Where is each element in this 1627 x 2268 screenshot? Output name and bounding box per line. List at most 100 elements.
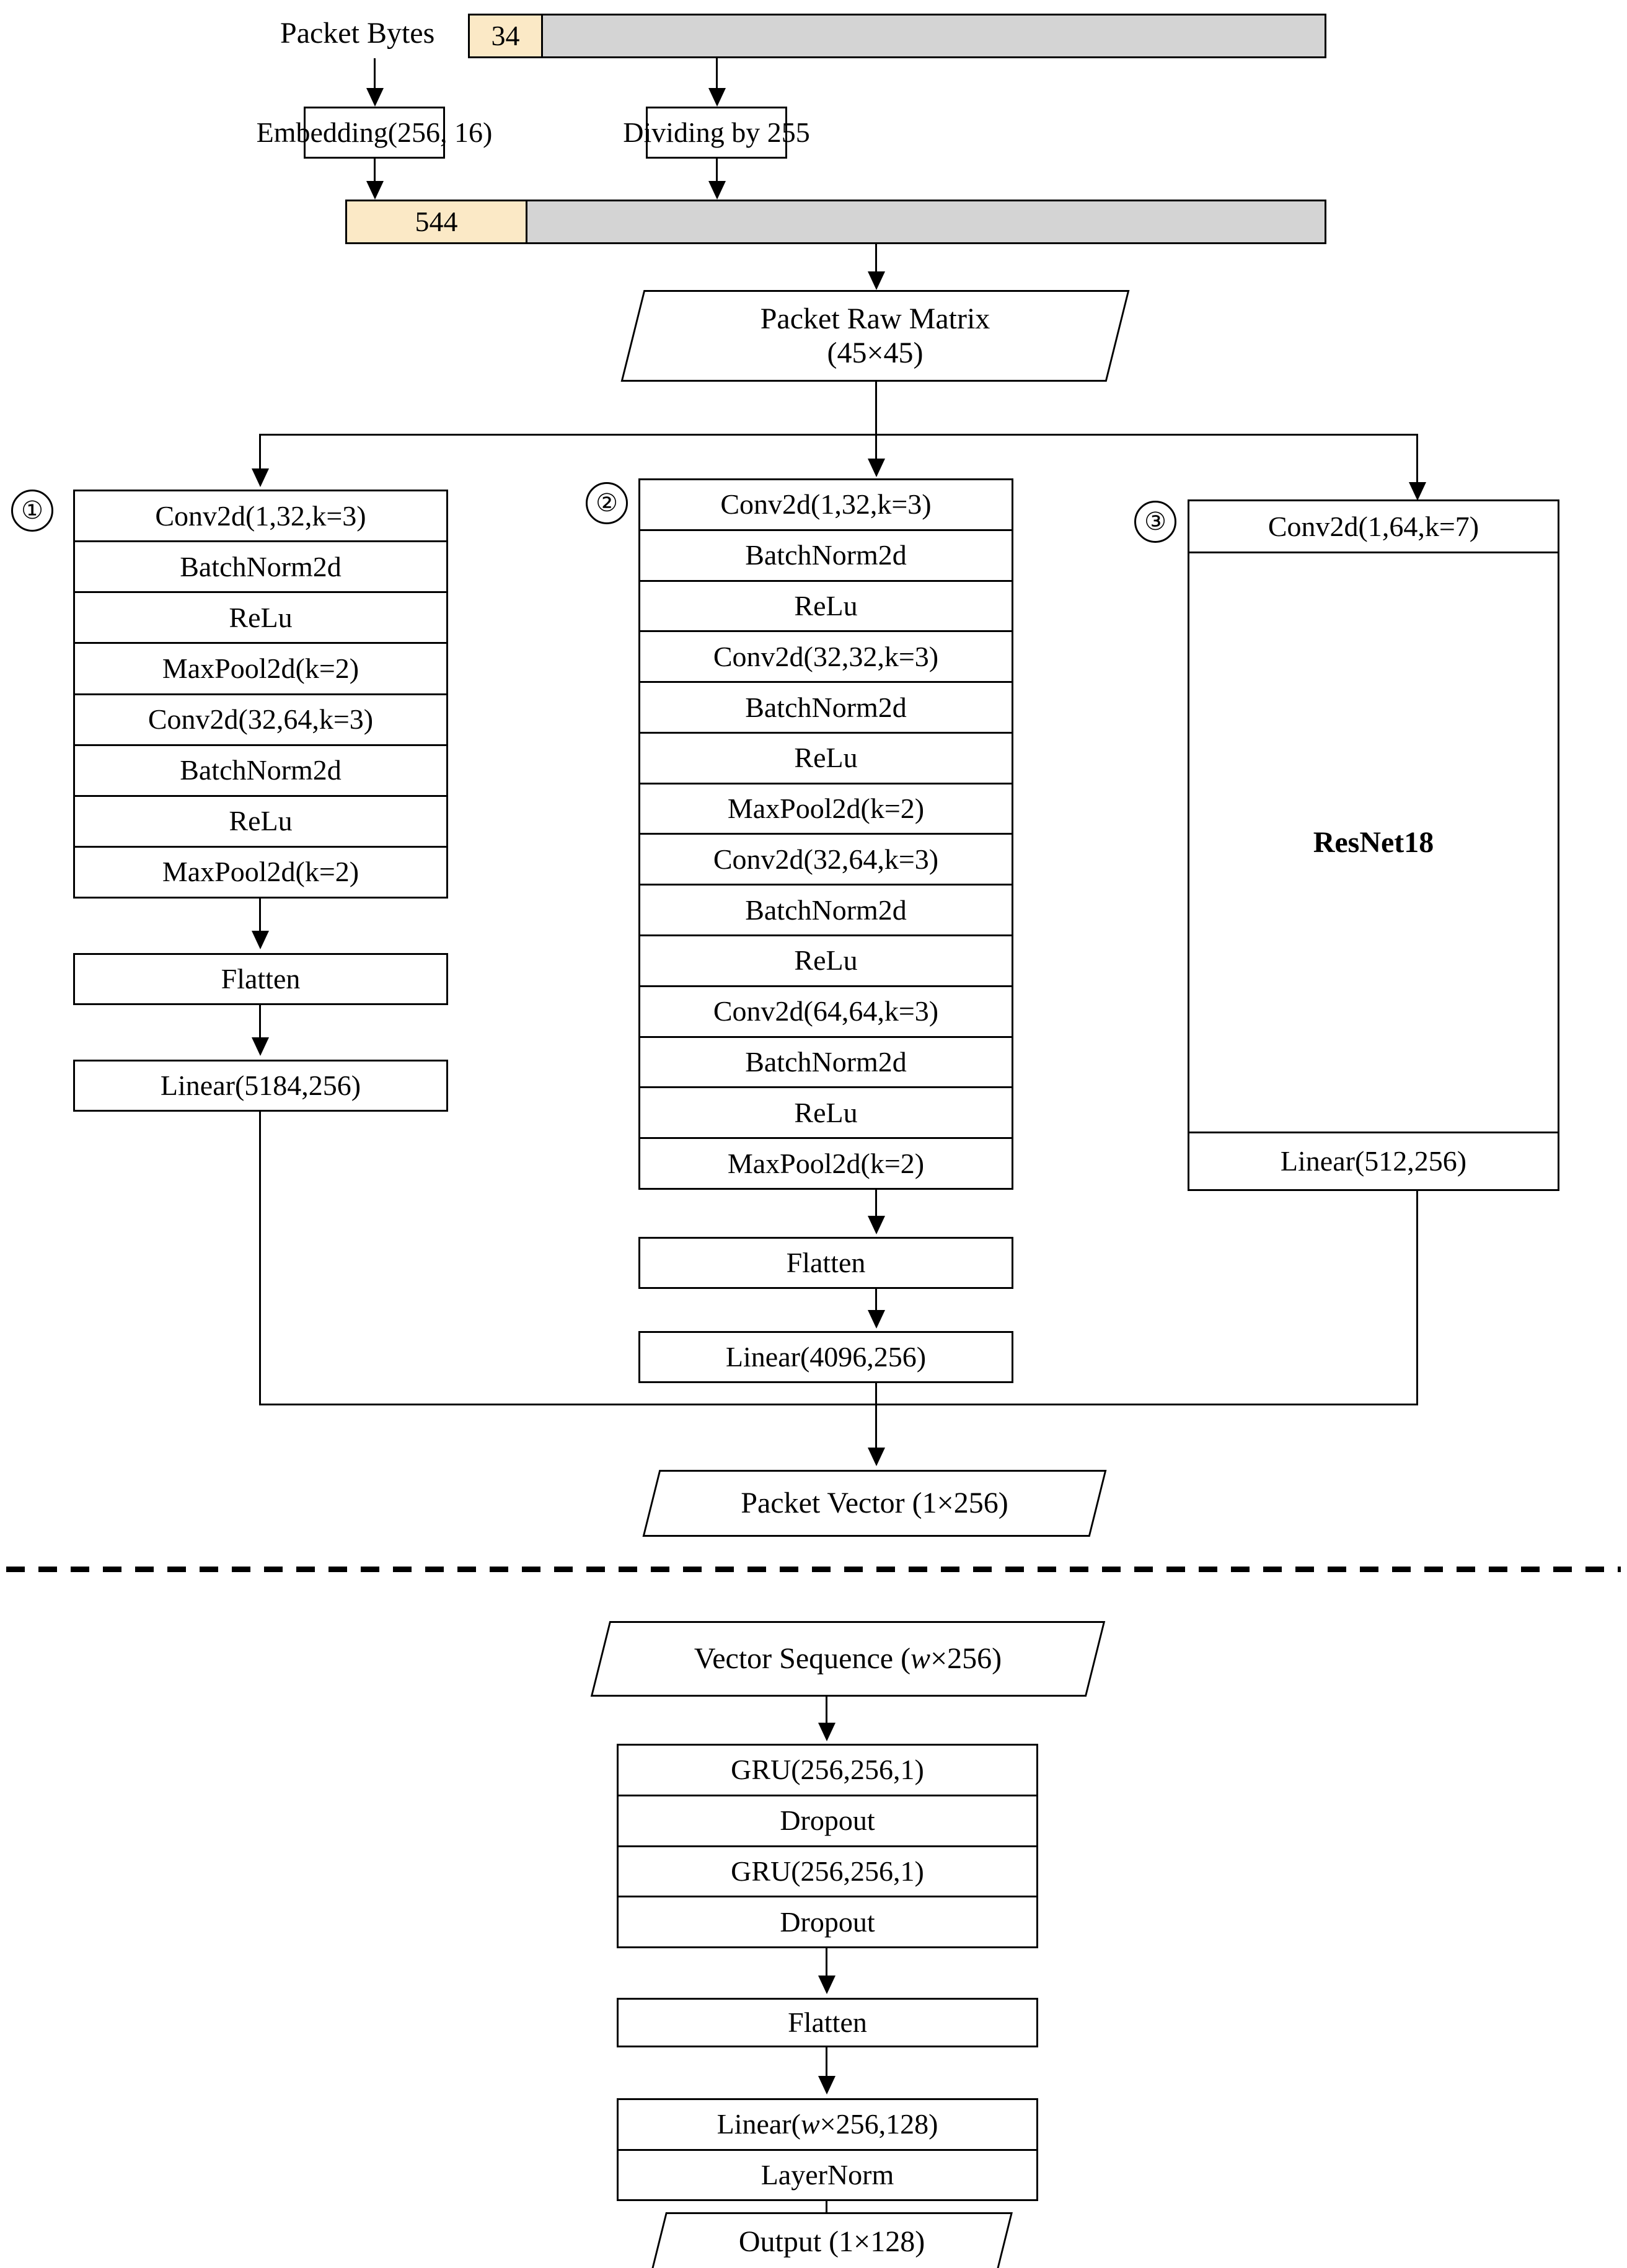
branch-split-rail <box>259 434 1418 436</box>
arrowhead-flatten-to-head <box>818 2076 836 2094</box>
connector-bytes-to-scaling <box>716 58 718 95</box>
connector-merge-to-packet-vector <box>875 1383 877 1451</box>
branch2-layer-row-12[interactable]: ReLu <box>640 1088 1012 1140</box>
arrowhead-split-to-branch1 <box>252 468 269 487</box>
branch2-layer-row-10[interactable]: Conv2d(64,64,k=3) <box>640 987 1012 1038</box>
branch3-resnet-stack: Conv2d(1,64,k=7) ResNet18 Linear(512,256… <box>1188 499 1559 1191</box>
sequence-linear-suffix: ×256,128) <box>819 2108 938 2140</box>
expanded-bytes-filled-segment: 544 <box>347 201 527 242</box>
sequence-layer-row-0[interactable]: GRU(256,256,1) <box>619 1746 1036 1796</box>
branch2-layer-row-1[interactable]: BatchNorm2d <box>640 531 1012 582</box>
branch3-resnet-label: ResNet18 <box>1189 553 1558 1133</box>
expanded-bytes-empty-segment <box>527 201 1325 242</box>
embedding-box[interactable]: Embedding(256, 16) <box>257 107 492 159</box>
arrowhead-bytes-to-scaling <box>708 88 726 107</box>
expanded-bytes-bar: 544 <box>345 200 1326 244</box>
branch-marker-3: ③ <box>1134 501 1176 543</box>
packet-raw-matrix-dims: (45×45) <box>827 336 924 369</box>
sequence-linear-prefix: Linear( <box>716 2108 801 2140</box>
arrowhead-gru-to-flatten <box>818 1976 836 1994</box>
output-node: Output (1×128) <box>651 2212 1013 2268</box>
sequence-flatten-box[interactable]: Flatten <box>617 1998 1038 2047</box>
arrowhead-expanded-to-matrix <box>868 271 885 290</box>
arrowhead-embedding-to-expanded <box>366 181 384 200</box>
sequence-linear-window-var: w <box>800 2108 820 2140</box>
arrowhead-vector-sequence-to-gru <box>818 1723 836 1741</box>
packet-bytes-filled-segment: 34 <box>470 15 543 56</box>
branch1-layer-row-2[interactable]: ReLu <box>75 593 446 644</box>
branch1-layer-row-7[interactable]: MaxPool2d(k=2) <box>162 856 359 888</box>
packet-bytes-empty-segment <box>543 15 1325 56</box>
branch2-layer-row-4[interactable]: BatchNorm2d <box>640 683 1012 734</box>
branch2-layer-row-2[interactable]: ReLu <box>640 582 1012 633</box>
arrowhead-branch2-flatten-to-linear <box>868 1310 885 1329</box>
packet-bytes-bar: 34 <box>468 14 1326 58</box>
connector-split-to-branch3 <box>1416 434 1418 483</box>
branch1-layer-row-1[interactable]: BatchNorm2d <box>75 542 446 594</box>
branch2-layer-row-9[interactable]: ReLu <box>640 936 1012 987</box>
branch1-layer-row-0[interactable]: Conv2d(1,32,k=3) <box>75 491 446 543</box>
branch-marker-1: ① <box>11 490 53 532</box>
branch2-layer-row-3[interactable]: Conv2d(32,32,k=3) <box>640 632 1012 683</box>
branch1-layer-row-4[interactable]: Conv2d(32,64,k=3) <box>75 695 446 746</box>
vector-sequence-suffix: ×256) <box>930 1642 1002 1676</box>
sequence-layernorm-row[interactable]: LayerNorm <box>761 2158 894 2191</box>
branch1-linear-box[interactable]: Linear(5184,256) <box>73 1060 448 1112</box>
branch-merge-rail <box>259 1404 1418 1405</box>
connector-matrix-to-split <box>875 382 877 435</box>
branch2-layer-row-0[interactable]: Conv2d(1,32,k=3) <box>640 480 1012 531</box>
connector-branch3-to-merge <box>1416 1191 1418 1405</box>
connector-gru-to-flatten <box>826 1948 827 1979</box>
branch1-layer-row-6[interactable]: ReLu <box>75 797 446 848</box>
packet-raw-matrix-node: Packet Raw Matrix (45×45) <box>620 290 1130 382</box>
connector-branch1-to-flatten <box>259 899 261 934</box>
branch3-head-row[interactable]: Conv2d(1,64,k=7) <box>1189 501 1558 553</box>
connector-vector-sequence-to-gru <box>826 1697 827 1726</box>
output-label: Output (1×128) <box>738 2225 925 2259</box>
arrowhead-split-to-branch3 <box>1409 482 1426 501</box>
vector-sequence-node: Vector Sequence (w×256) <box>590 1621 1106 1697</box>
connector-branch2-flatten-to-linear <box>875 1289 877 1314</box>
arrowhead-bytes-to-embedding <box>366 88 384 107</box>
sequence-layer-row-3[interactable]: Dropout <box>780 1905 875 1938</box>
branch2-linear-box[interactable]: Linear(4096,256) <box>638 1331 1013 1383</box>
branch1-layer-row-3[interactable]: MaxPool2d(k=2) <box>75 644 446 695</box>
arrowhead-split-to-branch2 <box>868 459 885 477</box>
sequence-layer-row-1[interactable]: Dropout <box>619 1796 1036 1847</box>
branch3-linear-row[interactable]: Linear(512,256) <box>1280 1145 1467 1177</box>
arrowhead-scaling-to-expanded <box>708 181 726 200</box>
arrowhead-branch2-to-flatten <box>868 1216 885 1234</box>
sequence-head-stack: Linear(w×256,128) LayerNorm <box>617 2098 1038 2201</box>
branch2-layer-row-7[interactable]: Conv2d(32,64,k=3) <box>640 835 1012 886</box>
dividing-box[interactable]: Dividing by 255 <box>623 107 810 159</box>
branch2-layer-row-5[interactable]: ReLu <box>640 734 1012 785</box>
section-divider <box>6 1567 1621 1572</box>
connector-split-to-branch1 <box>259 434 261 472</box>
connector-bytes-to-embedding <box>374 58 376 95</box>
connector-branch1-flatten-to-linear <box>259 1005 261 1041</box>
connector-expanded-to-matrix <box>875 244 877 275</box>
packet-vector-label: Packet Vector (1×256) <box>741 1487 1008 1520</box>
packet-raw-matrix-title: Packet Raw Matrix <box>760 302 990 335</box>
connector-split-to-branch2 <box>875 434 877 462</box>
connector-branch2-to-flatten <box>875 1190 877 1220</box>
connector-embedding-to-expanded <box>374 159 376 185</box>
branch2-layer-row-6[interactable]: MaxPool2d(k=2) <box>640 785 1012 835</box>
vector-sequence-window-var: w <box>911 1642 931 1676</box>
branch1-flatten-box[interactable]: Flatten <box>73 953 448 1005</box>
vector-sequence-prefix: Vector Sequence ( <box>694 1642 911 1676</box>
branch2-layer-row-13[interactable]: MaxPool2d(k=2) <box>727 1147 925 1179</box>
branch-marker-2: ② <box>586 482 628 524</box>
packet-bytes-label: Packet Bytes <box>280 17 435 50</box>
branch2-layer-row-11[interactable]: BatchNorm2d <box>640 1038 1012 1089</box>
branch2-layer-row-8[interactable]: BatchNorm2d <box>640 886 1012 937</box>
branch2-flatten-box[interactable]: Flatten <box>638 1237 1013 1289</box>
sequence-linear-row[interactable]: Linear(w×256,128) <box>619 2100 1036 2151</box>
arrowhead-branch1-flatten-to-linear <box>252 1037 269 1056</box>
branch1-layer-row-5[interactable]: BatchNorm2d <box>75 746 446 797</box>
sequence-layer-row-2[interactable]: GRU(256,256,1) <box>619 1847 1036 1898</box>
